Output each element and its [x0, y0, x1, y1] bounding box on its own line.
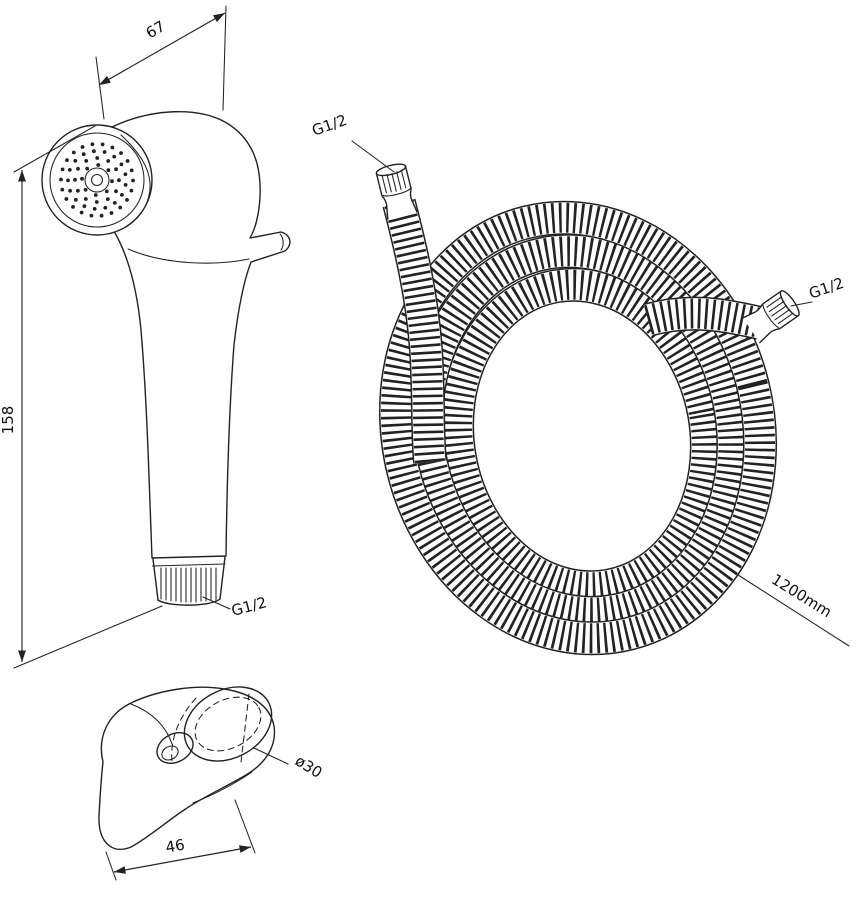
hose-outlet-fitting	[741, 290, 800, 344]
hose-drawing: G1/2 G1/2 1200mm	[310, 111, 850, 677]
knurl-lines	[381, 169, 407, 194]
bracket-drawing: ø30 46	[98, 686, 326, 881]
hose-coil	[352, 179, 804, 677]
dim-width-label: 67	[143, 17, 169, 42]
sprayer-face	[41, 124, 153, 236]
hose-outlet-thread-label: G1/2	[807, 274, 847, 303]
thread-lines	[160, 567, 217, 603]
bracket-seam-lower	[192, 771, 253, 804]
leader-line	[202, 596, 231, 610]
knurl-lines	[766, 296, 794, 325]
hose-inlet-thread-label: G1/2	[310, 111, 350, 140]
head-depth-line	[120, 134, 151, 228]
bracket-hidden-curve	[171, 697, 197, 763]
bracket-outline	[98, 686, 276, 851]
bracket-seam-upper	[130, 703, 173, 745]
dim-height-label: 158	[0, 406, 17, 435]
sprayer-drawing: G1/2 67 158	[0, 5, 291, 669]
bracket-hole-inner	[161, 745, 179, 761]
bracket-width-label: 46	[164, 836, 186, 857]
leader-line	[351, 140, 395, 173]
dim-bracket-width-46: 46	[105, 799, 256, 881]
bracket-cup-mouth	[183, 686, 273, 762]
thread-section	[151, 556, 226, 606]
body-seam-line	[127, 248, 250, 264]
bracket-diameter-label: ø30	[292, 752, 326, 782]
leader-line	[253, 747, 289, 765]
bracket-hidden-line	[240, 693, 250, 763]
sprayer-body	[111, 111, 291, 559]
leader-line	[790, 301, 813, 307]
spout-tip-line	[279, 233, 284, 251]
sprayer-thread-label: G1/2	[229, 593, 268, 620]
dim-height-158: 158	[0, 125, 163, 669]
hose-inlet-fitting	[375, 163, 418, 220]
bracket-hole	[156, 732, 194, 764]
dim-width-67: 67	[95, 5, 227, 120]
hose-length-label: 1200mm	[768, 570, 835, 621]
bracket-cup-inner-hidden	[194, 696, 262, 752]
leader-line	[734, 572, 850, 647]
nozzle-dots	[59, 142, 135, 218]
